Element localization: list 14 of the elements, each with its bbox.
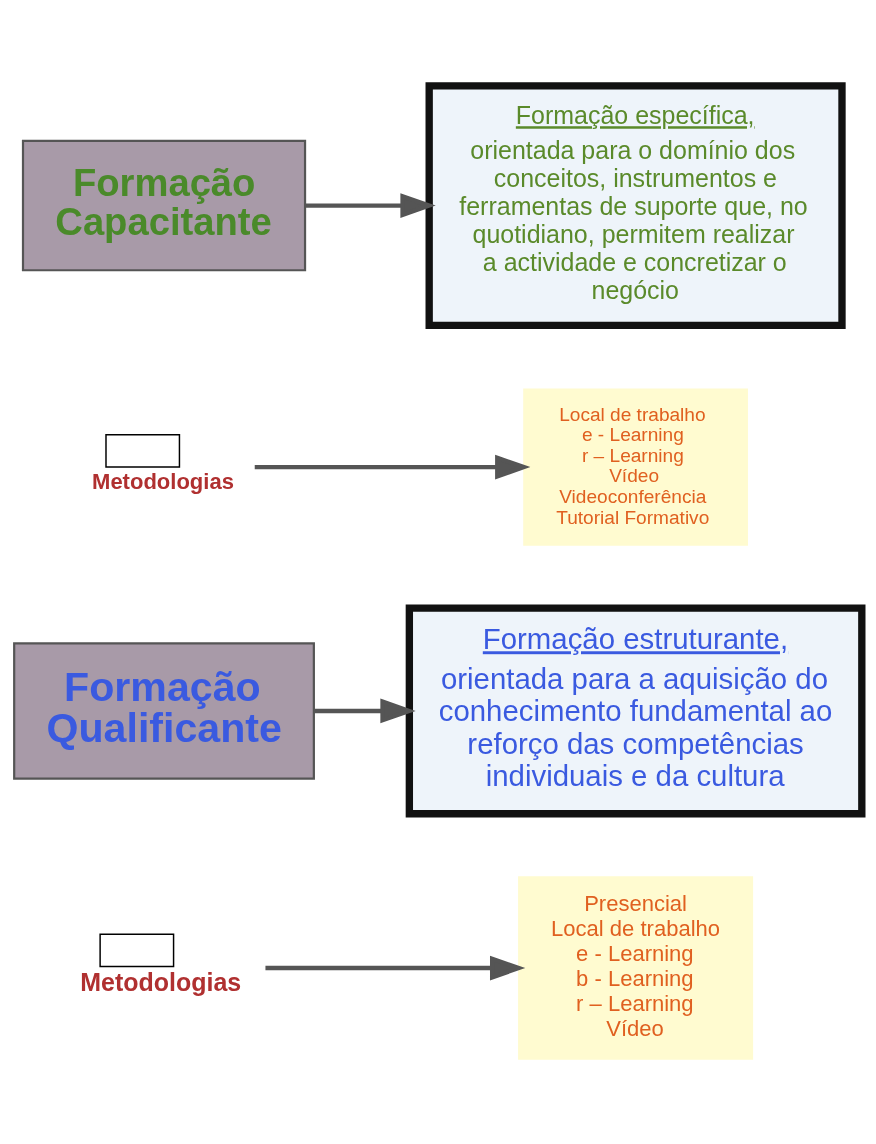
node-box: Formação estruturante, orientada para a aquisição do conhecimento fundamental ao reforço das competências individuais e da cultura: [405, 603, 866, 817]
node-box: Formação específica, orientada para o domínio dos conceitos, instrumentos e ferramentas de suporte que, no quotidiano, permitem realizar a actividade e concretizar o negócio: [425, 81, 846, 329]
arrow: [254, 454, 531, 479]
node-label: Metodologias: [80, 967, 242, 996]
node-box: Formação Qualificante: [13, 641, 315, 780]
node-box: [105, 433, 181, 468]
arrow: [314, 698, 416, 723]
arrow: [265, 955, 526, 980]
node-label: Metodologias: [92, 468, 234, 494]
node-box: Presencial Local de trabalho e - Learning b - Learning r – Learning Vídeo: [518, 875, 754, 1060]
node-box: Local de trabalho e - Learning r – Learning Vídeo Videoconferência Tutorial Formativo: [523, 388, 748, 546]
node-box: Formação Capacitante: [21, 139, 307, 271]
node-box: [99, 933, 175, 967]
arrow: [305, 192, 436, 218]
